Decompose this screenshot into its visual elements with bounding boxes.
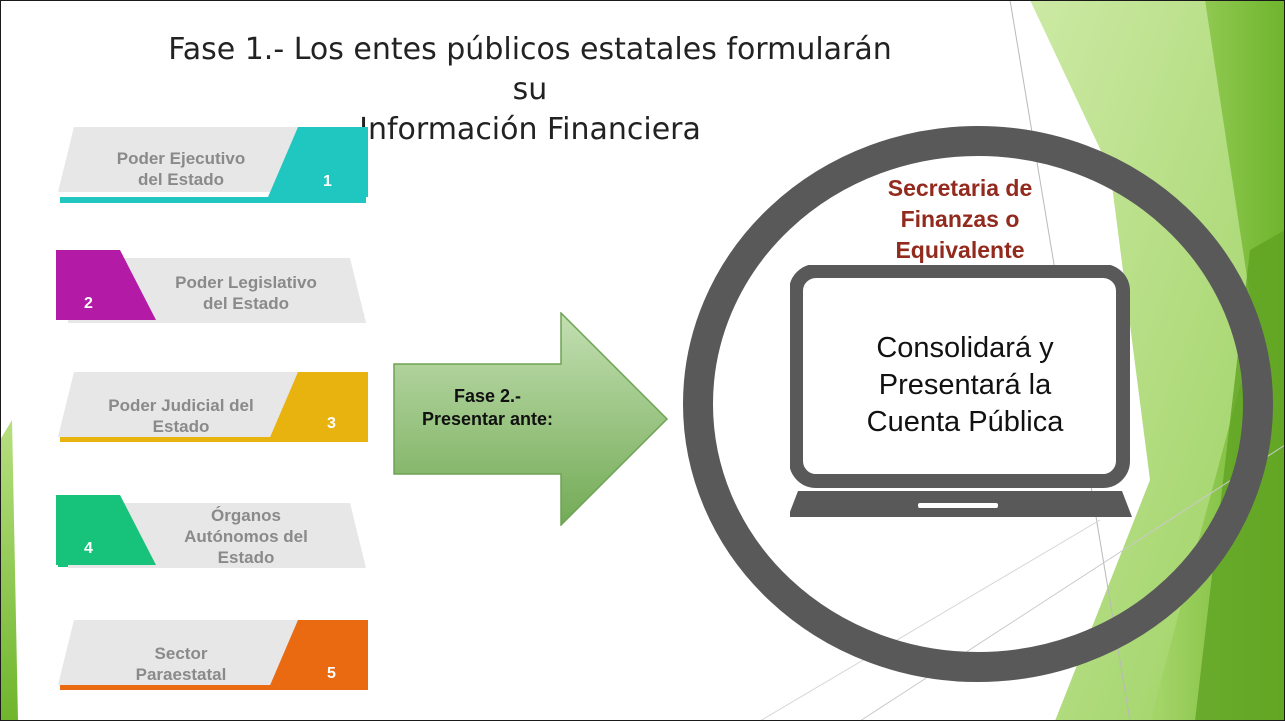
arrow-label: Fase 2.-Presentar ante:: [421, 386, 554, 429]
entity-card-4-shape: [56, 495, 366, 568]
entity-number-2: 2: [84, 295, 93, 312]
page-title: Fase 1.- Los entes públicos estatales fo…: [150, 30, 910, 150]
entity-number-1: 1: [323, 173, 332, 190]
phase-2-arrow: [393, 312, 669, 526]
entity-number-5: 5: [327, 665, 336, 682]
entity-card-3-shape: [58, 372, 368, 442]
entity-card-2-shape: [56, 250, 366, 323]
circle-ring: [683, 126, 1273, 682]
laptop-icon: [790, 265, 1132, 517]
entity-card-5-shape: [58, 620, 368, 690]
entity-number-3: 3: [327, 415, 336, 432]
title-line-1: Fase 1.- Los entes públicos estatales fo…: [168, 32, 892, 107]
title-line-2: Información Financiera: [359, 112, 701, 147]
entity-card-1-shape: [58, 127, 368, 203]
entity-number-4: 4: [84, 540, 93, 557]
green-shape-left: [0, 420, 18, 721]
decor-line-3: [759, 519, 1101, 721]
